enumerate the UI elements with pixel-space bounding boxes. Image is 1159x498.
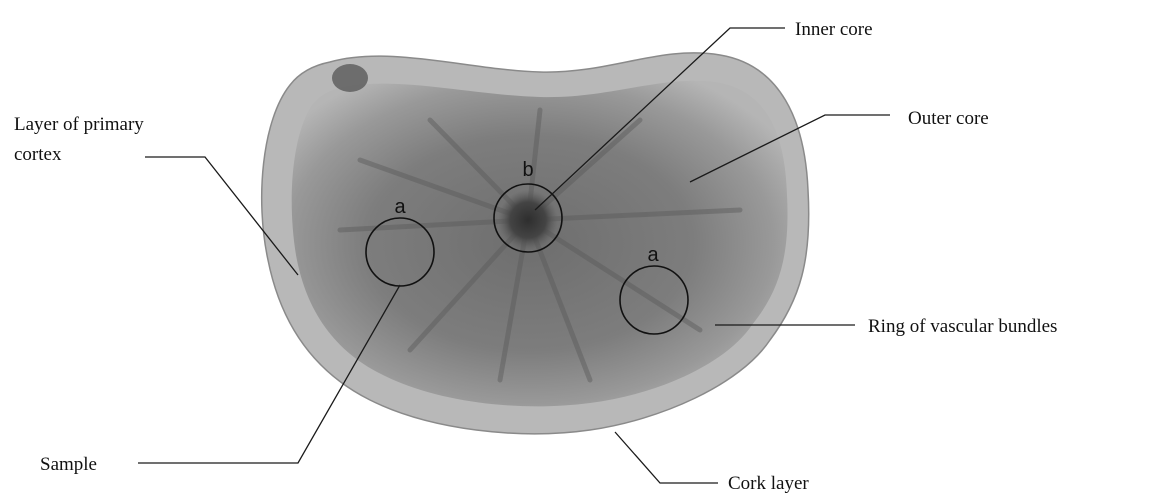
label-vascular-ring: Ring of vascular bundles (868, 316, 1057, 337)
marker-a-right: a (647, 244, 659, 266)
label-primary-cortex-line1: Layer of primary (14, 114, 144, 135)
label-cork-layer: Cork layer (728, 473, 809, 494)
tuber-cross-section (262, 53, 809, 434)
label-outer-core: Outer core (908, 108, 989, 129)
inner-core-shape (498, 190, 558, 250)
leader-cork-layer (615, 432, 718, 483)
label-sample: Sample (40, 454, 97, 475)
label-inner-core: Inner core (795, 19, 873, 40)
label-primary-cortex-line2: cortex (14, 144, 62, 165)
marker-b-center: b (522, 159, 533, 181)
cortex-blemish (332, 64, 368, 92)
marker-a-left: a (394, 196, 406, 218)
